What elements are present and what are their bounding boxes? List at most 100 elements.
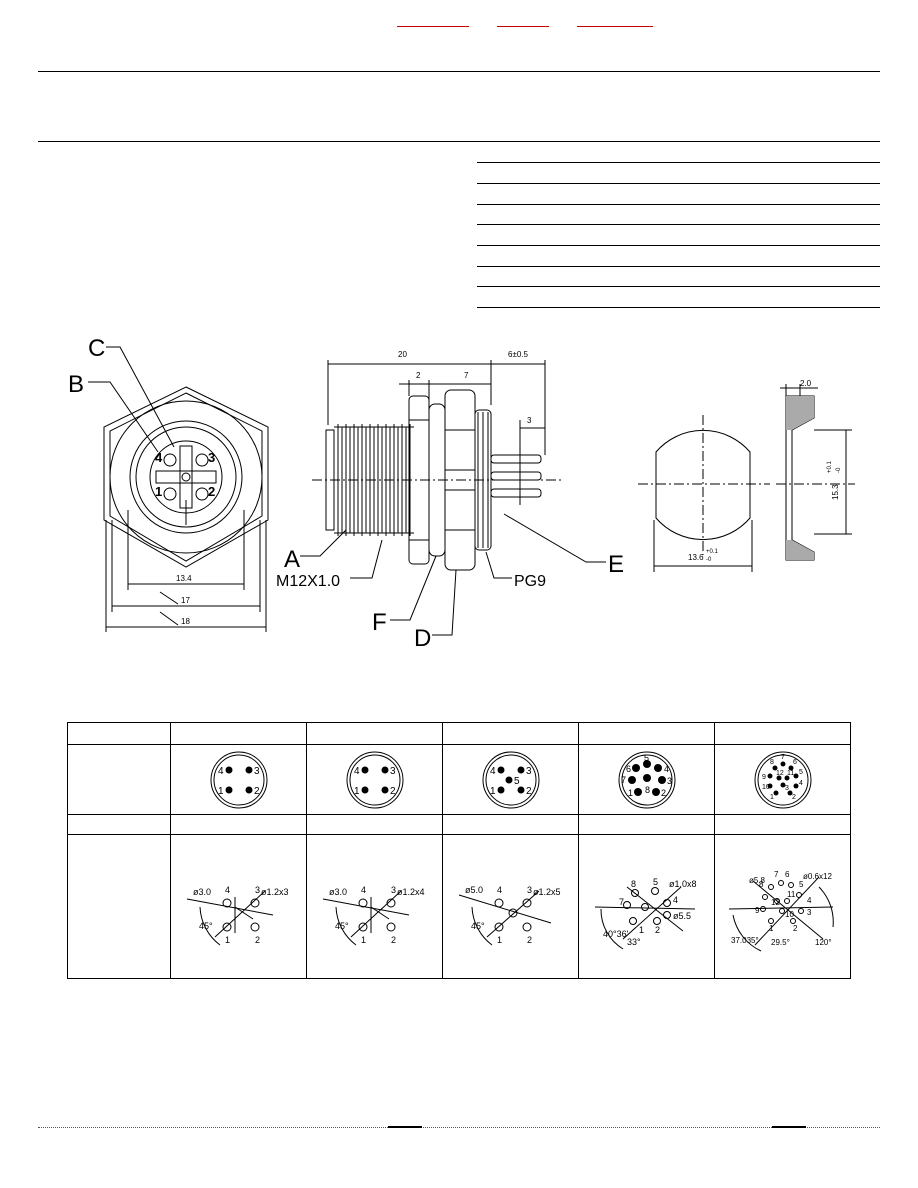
pattern-hole: ø0.6x12 bbox=[803, 872, 832, 881]
pin-label: 5 bbox=[514, 776, 520, 787]
dim-13-6-tol-up: +0.1 bbox=[706, 549, 719, 555]
pattern-angle: 120° bbox=[815, 938, 832, 947]
pin-label: 8 bbox=[759, 880, 764, 889]
pin-configuration-table: 4 3 1 2 4 3 1 2 bbox=[67, 722, 851, 979]
panel-cutout-view bbox=[638, 415, 770, 572]
pin-label: 3 bbox=[785, 785, 789, 792]
table-row bbox=[67, 814, 851, 835]
pin-label: 1 bbox=[225, 935, 230, 945]
hole-pattern-8pin: ø1.0x8 ø5.5 33° 40°36' 8 5 7 4 1 2 bbox=[594, 877, 697, 949]
pattern-dia: ø3.0 bbox=[193, 887, 211, 897]
table-cell bbox=[442, 814, 579, 835]
pattern-cell-2: ø3.0 ø1.2x4 45° 4 3 1 2 bbox=[306, 834, 443, 979]
pin-label: 2 bbox=[390, 786, 396, 797]
pin-label: 2 bbox=[527, 935, 532, 945]
dim-15-3-tol-dn: -0 bbox=[836, 467, 842, 473]
table-cell bbox=[714, 722, 851, 745]
pattern-cell-4: ø1.0x8 ø5.5 33° 40°36' 8 5 7 4 1 2 bbox=[578, 834, 715, 979]
pin-label: 11 bbox=[787, 890, 796, 899]
pattern-dia: ø3.0 bbox=[329, 887, 347, 897]
face-pin-2: 2 bbox=[208, 484, 215, 499]
technical-drawing: C B A F D E M12X1.0 PG9 4 3 1 2 13.4 17 … bbox=[68, 335, 855, 652]
pin-label: 4 bbox=[361, 885, 366, 895]
pin-label: 3 bbox=[526, 766, 532, 777]
spec-line bbox=[477, 162, 880, 163]
pin-label: 2 bbox=[254, 786, 260, 797]
pin-label: 1 bbox=[769, 924, 774, 933]
layout-cell-2: 4 3 1 2 bbox=[306, 744, 443, 815]
pin-label: 2 bbox=[526, 786, 532, 797]
face-pin-3: 3 bbox=[208, 450, 215, 465]
pin-label: 5 bbox=[799, 880, 804, 889]
hole-pattern-5pin: ø5.0 ø1.2x5 45° 4 3 1 2 bbox=[458, 885, 561, 945]
pin-label: 1 bbox=[639, 925, 644, 935]
dim-3: 3 bbox=[527, 416, 532, 425]
pin-label: 5 bbox=[799, 769, 803, 776]
pin-label: 4 bbox=[799, 780, 803, 787]
dim-13-6-tol-dn: -0 bbox=[706, 557, 712, 563]
table-cell bbox=[170, 814, 307, 835]
pattern-angle: 33° bbox=[627, 937, 641, 947]
dim-2: 2 bbox=[416, 371, 421, 380]
pin-layout-4pin-a: 4 3 1 2 bbox=[210, 751, 267, 808]
dim-7: 7 bbox=[464, 371, 469, 380]
pin-label: 2 bbox=[655, 925, 660, 935]
hole-pattern-4pin-b: ø3.0 ø1.2x4 45° 4 3 1 2 bbox=[322, 885, 425, 945]
layout-cell-4: 6 5 7 8 4 1 2 3 bbox=[578, 744, 715, 815]
pin-label: 1 bbox=[490, 786, 496, 797]
pin-label: 4 bbox=[497, 885, 502, 895]
spec-line bbox=[477, 286, 880, 287]
pin-label: 8 bbox=[631, 879, 636, 889]
pattern-dia: ø5.8 bbox=[749, 876, 766, 885]
header-link-2[interactable] bbox=[497, 14, 549, 27]
pin-label: 10 bbox=[762, 784, 770, 791]
dim-17: 17 bbox=[181, 596, 190, 605]
pin-label: 7 bbox=[621, 775, 626, 785]
pin-label: 3 bbox=[391, 885, 396, 895]
pin-label: 12 bbox=[771, 898, 780, 907]
header-rule-bottom bbox=[38, 141, 880, 142]
table-row: 4 3 1 2 4 3 1 2 bbox=[67, 744, 851, 815]
table-cell bbox=[67, 834, 171, 979]
footer-mark-left bbox=[388, 1126, 422, 1128]
dim-2-0: 2.0 bbox=[800, 379, 812, 388]
face-pin-1: 1 bbox=[155, 484, 162, 499]
pin-label: 2 bbox=[391, 935, 396, 945]
thread-label: M12X1.0 bbox=[276, 573, 340, 590]
table-cell bbox=[714, 814, 851, 835]
pattern-hole: ø1.0x8 bbox=[669, 879, 697, 889]
footer-rule bbox=[38, 1127, 880, 1128]
pin-label: 1 bbox=[770, 794, 774, 801]
pattern-angle: 45° bbox=[471, 921, 485, 931]
pattern-hole: ø1.2x4 bbox=[397, 887, 425, 897]
table-cell bbox=[578, 722, 715, 745]
pin-label: 8 bbox=[770, 759, 774, 766]
pin-label: 4 bbox=[664, 764, 669, 774]
spec-line bbox=[477, 266, 880, 267]
pin-label: 9 bbox=[762, 774, 766, 781]
pin-label: 10 bbox=[785, 910, 794, 919]
gland-label: PG9 bbox=[514, 573, 546, 590]
pin-label: 5 bbox=[653, 877, 658, 887]
dim-20: 20 bbox=[398, 350, 407, 359]
pattern-hole: ø1.2x5 bbox=[533, 887, 561, 897]
pin-label: 5 bbox=[644, 753, 649, 763]
pin-layout-5pin: 4 3 5 1 2 bbox=[482, 751, 539, 808]
hole-pattern-12pin: ø5.8 ø0.6x12 29.5° 120° 37.035° 8 7 6 5 … bbox=[728, 870, 834, 951]
dim-15-3: 15.3 bbox=[831, 484, 840, 500]
table-cell bbox=[67, 744, 171, 815]
spec-line bbox=[477, 224, 880, 225]
pin-label: 3 bbox=[254, 766, 260, 777]
pin-label: 2 bbox=[255, 935, 260, 945]
pin-label: 6 bbox=[626, 764, 631, 774]
pin-label: 4 bbox=[354, 766, 360, 777]
face-pin-4: 4 bbox=[155, 450, 163, 465]
table-row: ø3.0 ø1.2x3 45° 4 3 1 2 bbox=[67, 834, 851, 979]
header-link-3[interactable] bbox=[577, 14, 653, 27]
pin-label: 1 bbox=[354, 786, 360, 797]
pin-label: 4 bbox=[673, 895, 678, 905]
dim-18: 18 bbox=[181, 617, 190, 626]
pin-label: 4 bbox=[218, 766, 224, 777]
header-link-1[interactable] bbox=[397, 14, 469, 27]
dim-13-4: 13.4 bbox=[176, 574, 192, 583]
